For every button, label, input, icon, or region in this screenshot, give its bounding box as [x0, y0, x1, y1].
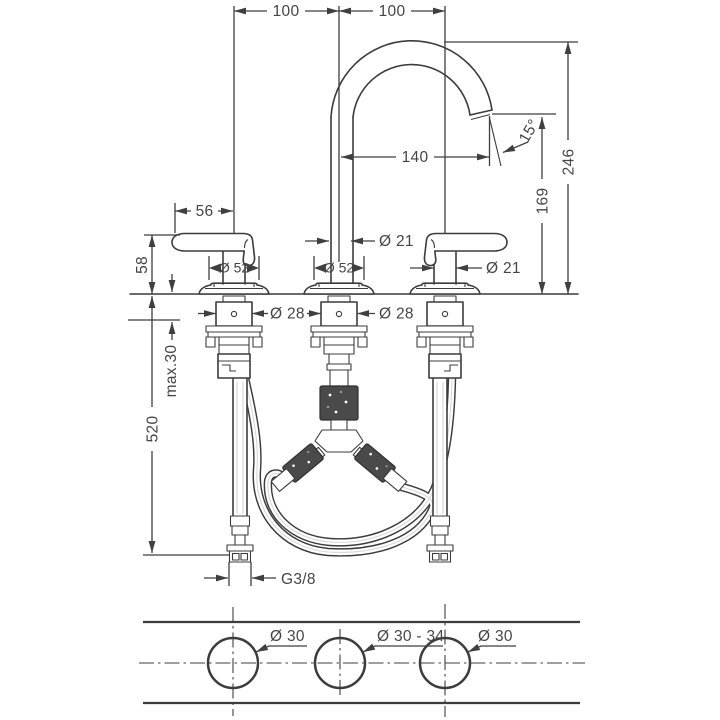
- aerator-tip: [470, 113, 491, 121]
- dim-height-total: 246: [559, 42, 578, 294]
- dim-label-shank-left: Ø 28: [270, 306, 305, 323]
- supply-hose-right: [426, 377, 454, 563]
- dim-hole-middle: Ø 30 - 34: [362, 628, 444, 653]
- dim-label-rosette-middle: Ø 52: [324, 260, 355, 276]
- left-handle: [171, 232, 256, 285]
- middle-shank-unit: [310, 295, 368, 355]
- dim-label-spout-reach: 140: [402, 149, 429, 166]
- dim-label-hole-right: Ø 30: [478, 628, 513, 645]
- spout-outer-curve: [330, 40, 493, 118]
- front-view: 100 100 140 15° 169: [128, 2, 579, 588]
- hole-circle-left: [206, 636, 260, 690]
- dim-label-handle-length: 56: [196, 203, 214, 220]
- dim-shank-middle: Ø 28: [307, 306, 414, 323]
- dim-rosette-middle: Ø 52: [313, 256, 365, 280]
- dim-label-spacing-right: 100: [379, 3, 406, 20]
- escutcheon-middle: [303, 282, 375, 295]
- dim-label-max-thickness: max.30: [163, 345, 180, 398]
- extension-lines: [174, 6, 578, 262]
- dim-label-handle-height: 58: [134, 256, 151, 274]
- dim-label-height-outlet: 169: [535, 188, 552, 215]
- check-valve-block: [319, 385, 359, 421]
- dim-hole-right: Ø 30: [467, 628, 516, 653]
- dim-hole-left: Ø 30: [255, 628, 307, 653]
- dim-max-thickness: max.30: [128, 274, 180, 397]
- dim-label-hose-length: 520: [145, 416, 162, 443]
- dim-spout-reach: 140: [341, 148, 489, 166]
- dim-label-rosette-left: Ø 52: [219, 260, 250, 276]
- dim-label-hole-left: Ø 30: [270, 628, 305, 645]
- left-lever: [171, 232, 256, 267]
- dim-supply-thread: G3/8: [204, 562, 316, 588]
- dim-hose-length: 520: [143, 296, 230, 556]
- left-valve-unit: [205, 295, 263, 379]
- dim-shank-left: Ø 28: [198, 306, 305, 323]
- dim-label-hole-middle: Ø 30 - 34: [377, 628, 444, 645]
- dim-handle-height: 58: [134, 234, 180, 294]
- dim-label-height-total: 246: [561, 149, 578, 176]
- dim-handle-length: 56: [175, 203, 233, 220]
- right-lever: [423, 232, 508, 267]
- dim-label-shank-middle: Ø 28: [379, 306, 414, 323]
- dim-label-handle-dia-right: Ø 21: [486, 260, 521, 277]
- plan-view: Ø 30 Ø 30 - 34 Ø 30: [139, 604, 585, 717]
- escutcheon-left: [198, 282, 270, 295]
- spout: [330, 40, 502, 285]
- dim-jet-angle: 15°: [502, 116, 543, 154]
- hole-circle-middle: [313, 636, 367, 690]
- tee-body: [314, 429, 364, 453]
- spout-inner-curve: [352, 63, 471, 118]
- water-jet-line: [488, 117, 502, 167]
- tee-connector-assembly: [270, 353, 408, 492]
- dim-spout-pipe-dia: Ø 21: [305, 233, 414, 250]
- dim-spacing-right: 100: [339, 2, 445, 20]
- supply-hose-left: [226, 377, 254, 563]
- right-valve-unit: [416, 295, 474, 379]
- dim-label-jet-angle: 15°: [516, 116, 543, 146]
- dim-handle-dia-right: Ø 21: [410, 260, 521, 277]
- escutcheon-right: [409, 282, 481, 295]
- dim-label-spout-pipe-dia: Ø 21: [379, 233, 414, 250]
- dim-label-spacing-left: 100: [273, 3, 300, 20]
- dim-rosette-left: Ø 52: [208, 256, 260, 280]
- dim-spacing-left: 100: [234, 2, 339, 20]
- dim-height-outlet: 169: [533, 117, 552, 294]
- dim-label-supply-thread: G3/8: [281, 571, 316, 588]
- hole-circle-right: [418, 636, 472, 690]
